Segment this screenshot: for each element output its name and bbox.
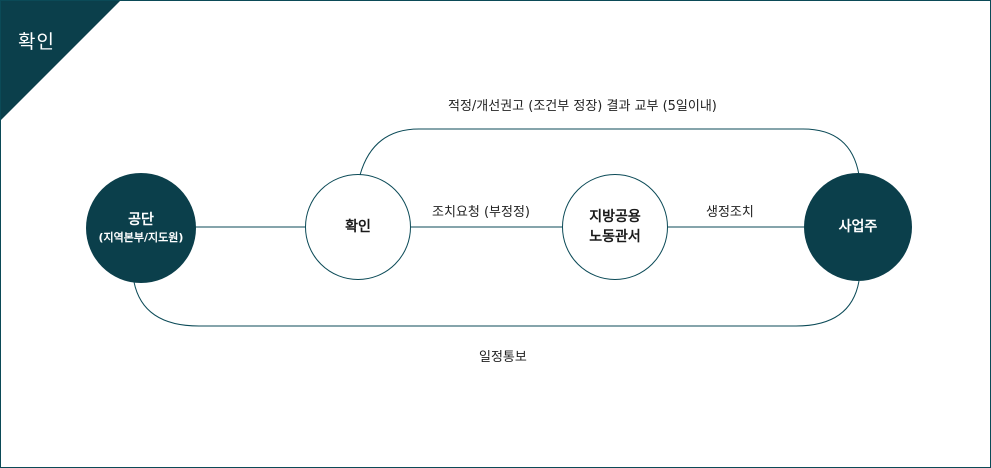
edge-label-top-arc: 적정/개선권고 (조건부 정장) 결과 교부 (5일이내)	[448, 99, 717, 114]
node-saeopju-title: 사업주	[838, 219, 878, 235]
node-hwagin: 확인	[305, 174, 411, 280]
corner-label: 확인	[18, 31, 55, 53]
edge-top-arc	[359, 128, 860, 176]
edge-label-bottom-arc: 일정통보	[479, 350, 527, 365]
node-jibang-line2: 노동관서	[589, 229, 641, 245]
node-gongdan-title: 공단	[128, 212, 154, 228]
node-saeopju: 사업주	[804, 173, 912, 281]
node-jibang-line1: 지방공용	[589, 209, 641, 225]
edge-label-correction: 생정조치	[706, 205, 754, 220]
node-hwagin-title: 확인	[345, 219, 371, 235]
edge-bottom-arc	[133, 280, 860, 327]
node-gongdan: 공단 (지역본부/지도원)	[86, 173, 196, 283]
corner-triangle	[1, 1, 120, 120]
edge-label-request: 조치요청 (부정정)	[432, 205, 530, 220]
node-gongdan-subtitle: (지역본부/지도원)	[98, 231, 184, 244]
node-jibang: 지방공용 노동관서	[562, 174, 668, 280]
